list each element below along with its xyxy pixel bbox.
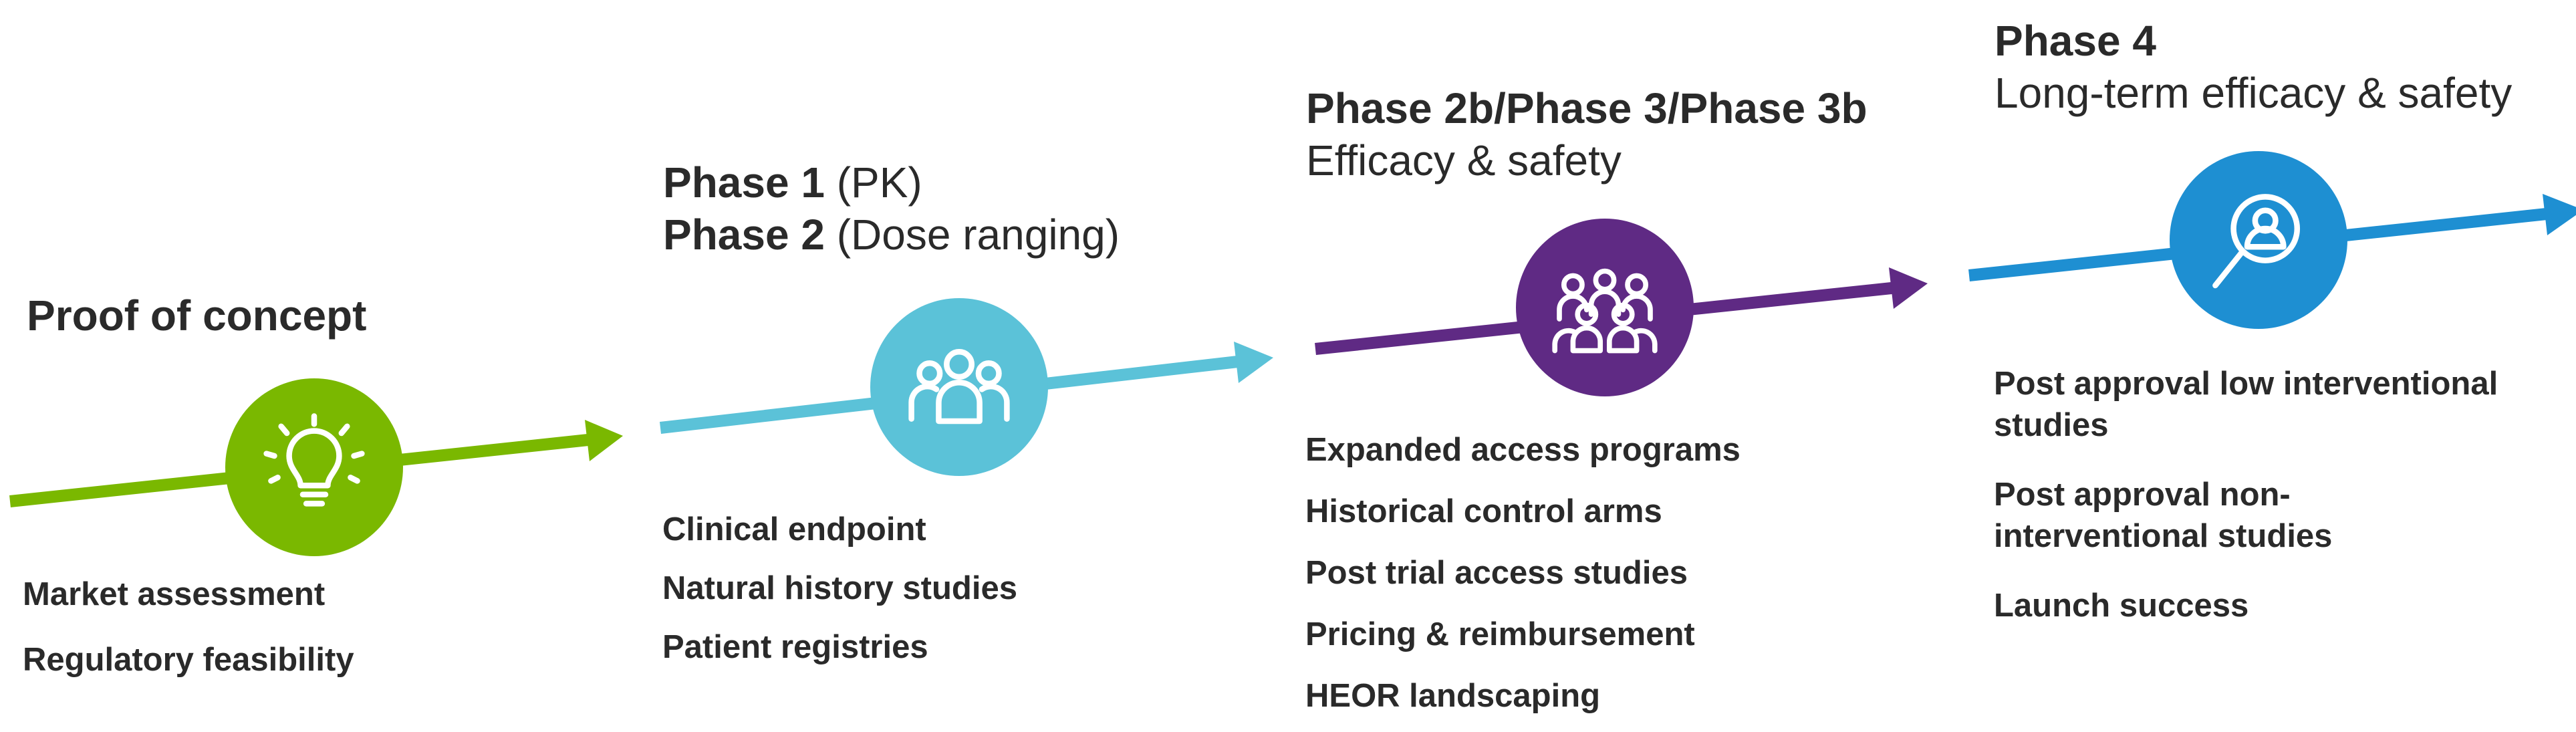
list-item: Regulatory feasibility [23,642,354,678]
list-item: Clinical endpoint [662,511,926,547]
stage-items-proof: Market assessment Regulatory feasibility [23,574,354,681]
list-item: Natural history studies [662,570,1017,606]
large-group-icon [1552,268,1658,354]
stage-icon-circle-phase3 [1516,219,1694,396]
stage-items-phase3: Expanded access programs Historical cont… [1305,429,1741,717]
stage-icon-circle-phase12 [870,298,1048,476]
list-item: Expanded access programs [1305,432,1741,468]
magnifier-person-icon [2212,194,2301,289]
list-item: Patient registries [662,629,928,665]
list-item: Historical control arms [1305,493,1662,529]
list-item: Post trial access studies [1305,555,1688,591]
list-item: Post approval non-interventional studies [1994,477,2333,554]
heading-line: Phase 2b/Phase 3/Phase 3b [1306,84,1867,132]
list-item: HEOR landscaping [1305,678,1601,714]
stage-icon-circle-proof [225,378,403,556]
heading-line: Phase 2 (Dose ranging) [663,211,1120,259]
heading-line: Long-term efficacy & safety [1994,69,2513,118]
list-item: Launch success [1994,588,2249,624]
stage-icon-circle-phase4 [2170,151,2347,329]
stage-heading-phase12: Phase 1 (PK) Phase 2 (Dose ranging) [663,156,1120,261]
heading-line: Efficacy & safety [1306,136,1622,185]
stage-items-phase12: Clinical endpoint Natural history studie… [662,509,1017,668]
stage-heading-phase4: Phase 4 Long-term efficacy & safety [1994,15,2512,119]
people-group-icon [908,349,1010,424]
list-item: Market assessment [23,576,326,612]
stage-heading-phase3: Phase 2b/Phase 3/Phase 3b Efficacy & saf… [1306,82,1867,187]
stage-heading-proof: Proof of concept [27,289,366,342]
heading-line: Phase 1 (PK) [663,158,922,207]
lightbulb-icon [263,413,365,507]
heading-line: Proof of concept [27,291,367,340]
heading-line: Phase 4 [1994,17,2156,65]
list-item: Pricing & reimbursement [1305,616,1695,652]
